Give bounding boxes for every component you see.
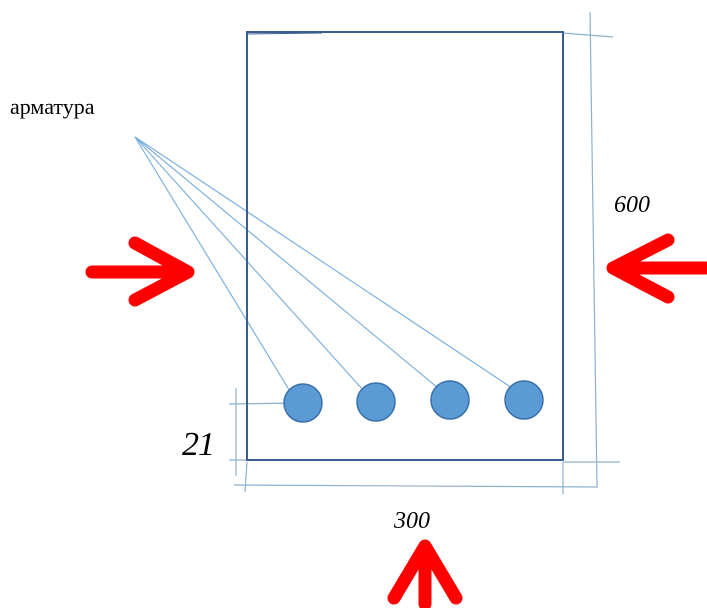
rebar-4: [504, 380, 544, 420]
leader-line-3: [134, 136, 439, 389]
rebar-2: [356, 382, 396, 422]
beam-section-outline: [246, 31, 564, 461]
bottom-arrow-icon: [387, 539, 463, 608]
left-arrow-icon: [85, 236, 195, 307]
height-dimension-line: [589, 11, 598, 487]
rebar-label: арматура: [10, 94, 95, 119]
leader-line-2: [134, 136, 365, 392]
load-arrows: [85, 233, 707, 608]
outline-corner-tick: [246, 32, 323, 35]
rebar-3: [430, 380, 470, 420]
cover-dimension-label: 21: [182, 426, 215, 463]
height-extension-top: [562, 32, 614, 38]
leader-line-1: [134, 136, 292, 394]
rebar-1: [283, 383, 323, 423]
right-arrow-icon: [606, 233, 707, 304]
leader-line-4: [134, 136, 513, 389]
width-extension-left: [244, 461, 248, 493]
rebars: [283, 380, 544, 423]
width-dimension-line: [233, 484, 599, 488]
dimension-lines: [228, 11, 620, 494]
width-dimension-label: 300: [394, 508, 430, 534]
rebar-leader-lines: [134, 136, 513, 394]
height-dimension-label: 600: [614, 192, 650, 218]
